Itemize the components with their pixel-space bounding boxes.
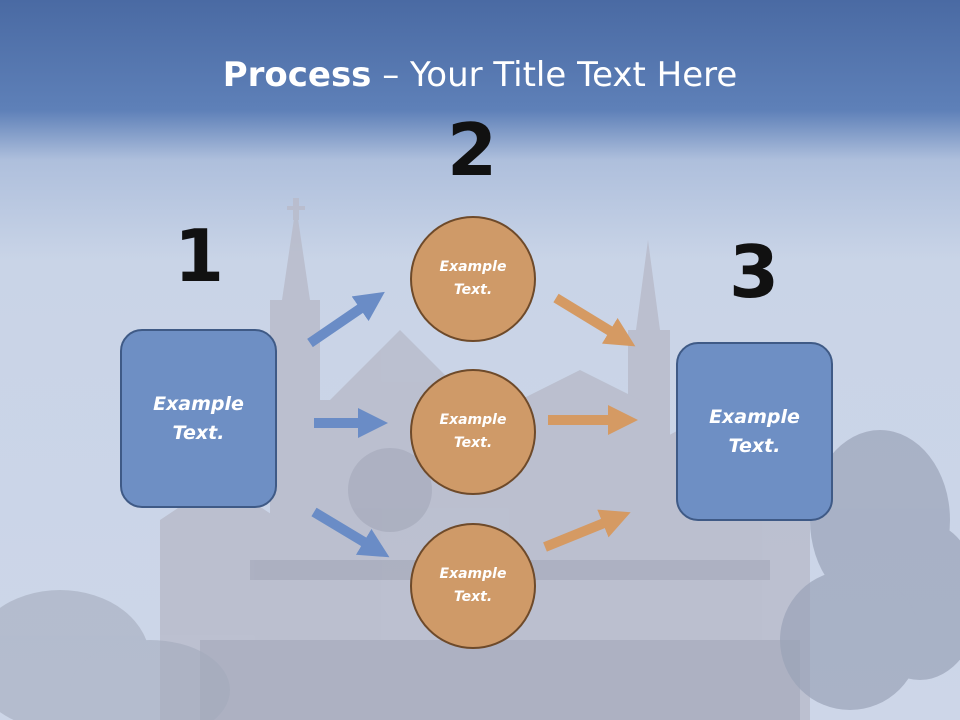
slide-title: Process – Your Title Text Here	[0, 52, 960, 98]
title-bold: Process	[222, 55, 372, 95]
arrow-blue-up	[307, 291, 385, 348]
circle-middle-text: Example Text.	[439, 412, 507, 451]
circle-bottom-text: Example Text.	[439, 566, 507, 605]
circle-middle: Example Text.	[410, 369, 536, 495]
step-number-3: 3	[728, 230, 780, 314]
arrow-orange-up	[543, 509, 631, 552]
left-box-text: Example Text.	[153, 392, 244, 444]
circle-top-text: Example Text.	[439, 259, 507, 298]
circle-bottom: Example Text.	[410, 523, 536, 649]
left-process-box: Example Text.	[120, 329, 277, 508]
step-number-1: 1	[173, 214, 225, 298]
arrow-orange-down	[553, 293, 636, 347]
right-process-box: Example Text.	[676, 342, 833, 521]
title-rest: – Your Title Text Here	[371, 55, 738, 95]
circle-top: Example Text.	[410, 216, 536, 342]
step-number-2: 2	[446, 108, 498, 192]
right-box-text: Example Text.	[709, 405, 800, 457]
arrow-blue-down	[311, 507, 390, 558]
